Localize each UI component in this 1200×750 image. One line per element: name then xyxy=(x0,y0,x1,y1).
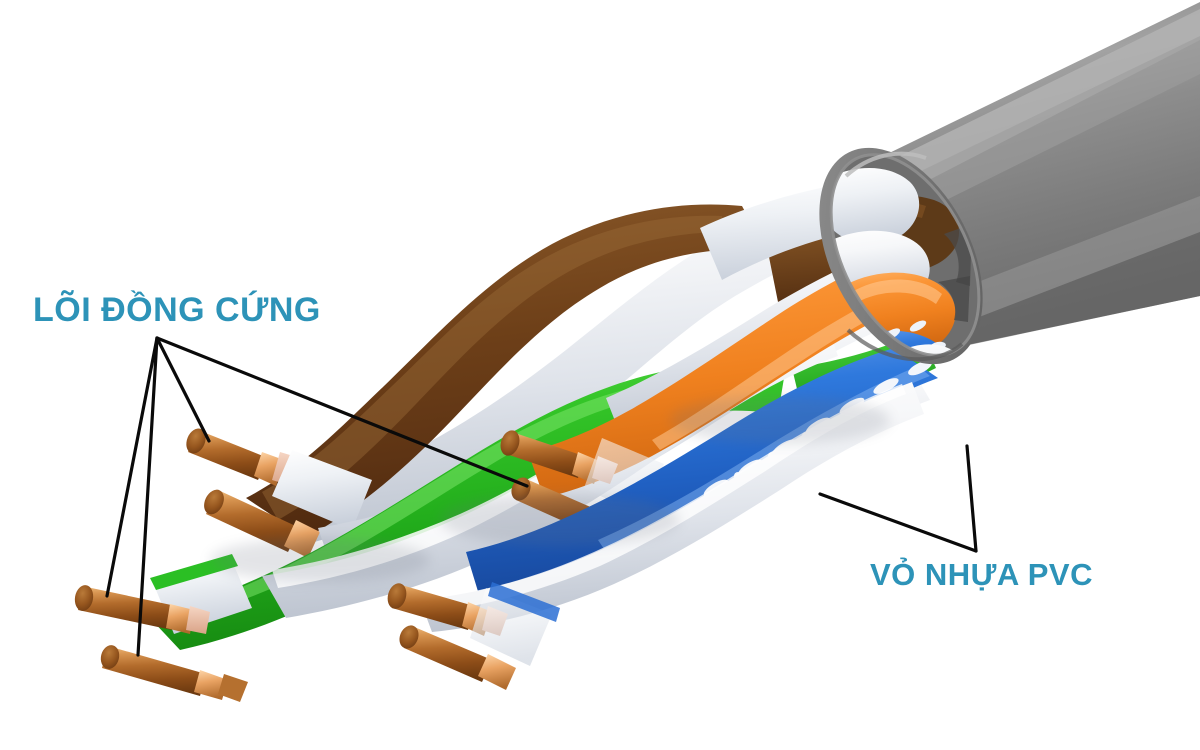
leader-copper-4 xyxy=(136,336,159,657)
jacket-highlight-top xyxy=(884,9,1200,196)
leader-copper-1 xyxy=(155,336,211,443)
jacket-rim-lightline xyxy=(844,151,927,178)
leader-lines xyxy=(105,336,978,657)
leader-pvc-2 xyxy=(965,444,978,553)
conductor-green-1 xyxy=(74,585,210,634)
leader-copper-3 xyxy=(105,336,159,598)
wire-orange-strand xyxy=(528,244,950,498)
leader-copper-2 xyxy=(155,336,529,488)
wire-white-brown-back xyxy=(268,174,930,548)
wire-brown-arch xyxy=(246,204,766,538)
cable-illustration xyxy=(74,2,1200,702)
leader-pvc-1 xyxy=(818,492,978,553)
label-copper-core: LÕI ĐỒNG CỨNG xyxy=(33,291,321,329)
contact-shading xyxy=(210,396,890,582)
pvc-jacket xyxy=(816,2,1200,380)
conductor-green-2 xyxy=(100,645,248,702)
insulation-cut-brown xyxy=(272,450,372,530)
label-pvc-jacket: VỎ NHỰA PVC xyxy=(870,556,1093,592)
jacket-shadow-lower xyxy=(930,232,1200,352)
jacket-highlight-top-2 xyxy=(890,36,1200,222)
jacket-rim-darkline xyxy=(846,328,964,362)
annotation-labels: LÕI ĐỒNG CỨNG VỎ NHỰA PVC xyxy=(33,291,1093,592)
conductor-blue-2 xyxy=(399,625,516,690)
jacket-sheen-lower xyxy=(916,196,1200,336)
